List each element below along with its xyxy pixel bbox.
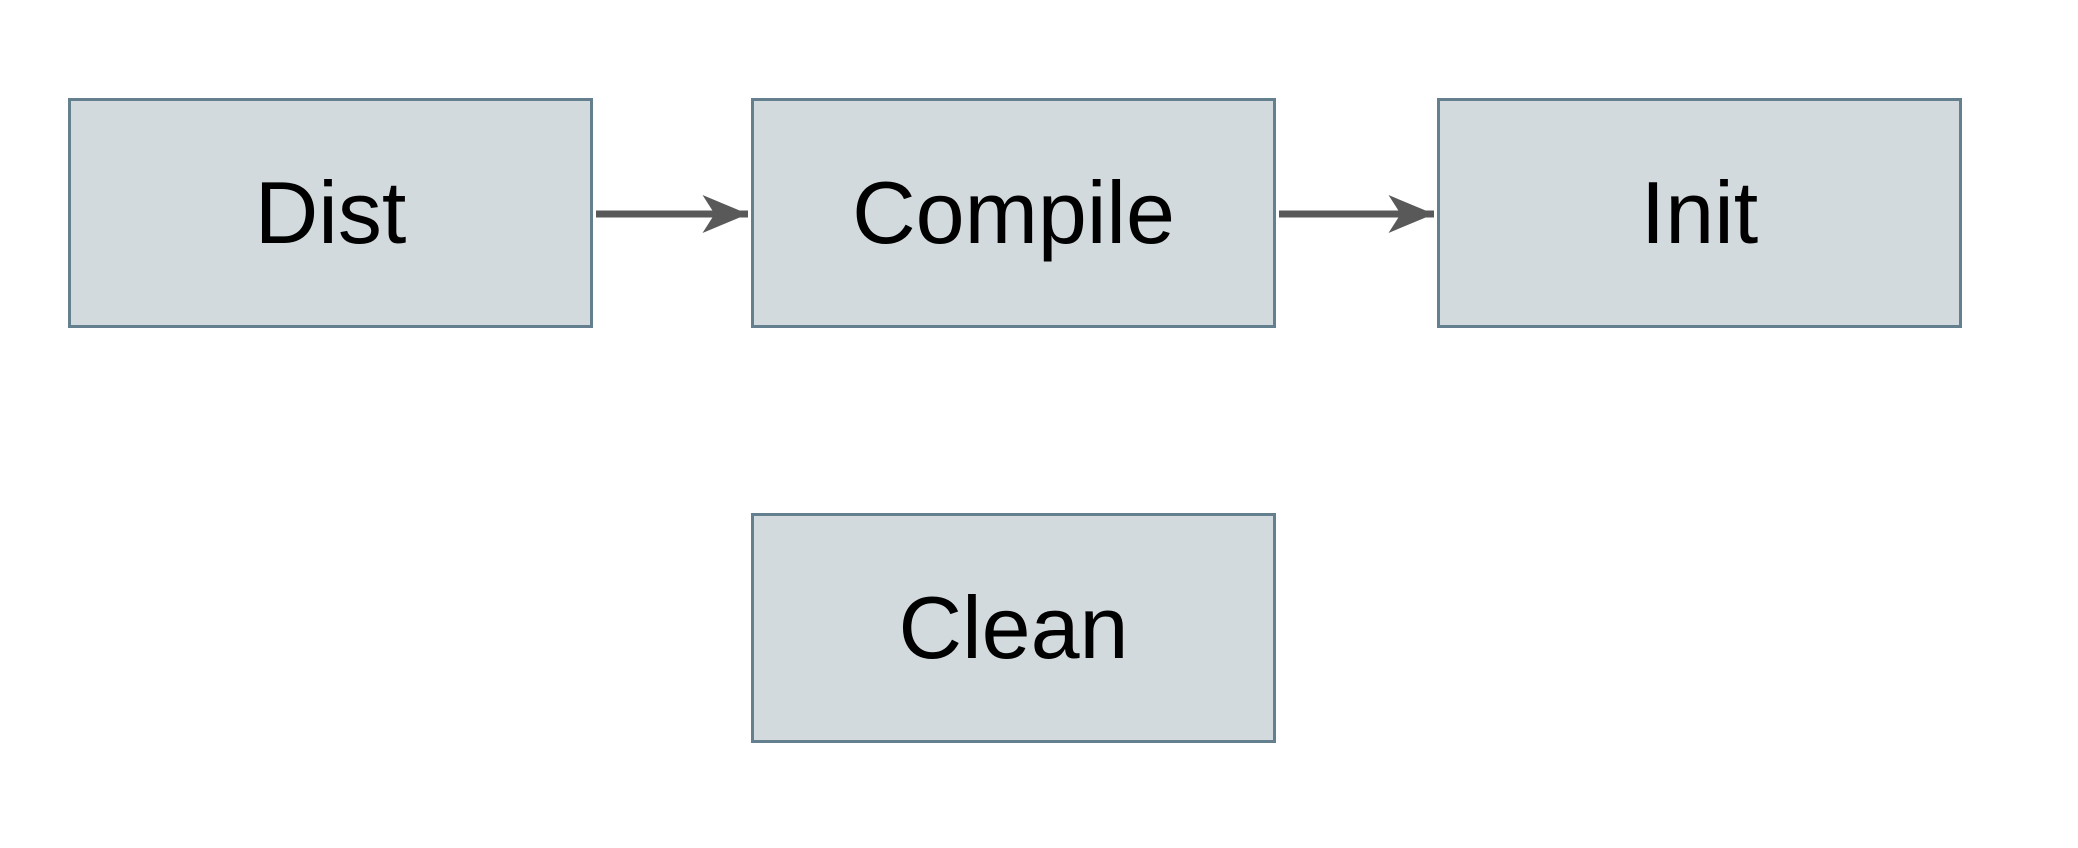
node-label-compile: Compile: [852, 163, 1175, 262]
flow-node-dist[interactable]: Dist: [68, 98, 593, 328]
flow-node-clean[interactable]: Clean: [751, 513, 1276, 743]
node-label-init: Init: [1640, 163, 1759, 262]
flow-node-init[interactable]: Init: [1437, 98, 1962, 328]
node-label-clean: Clean: [898, 578, 1129, 677]
flow-node-compile[interactable]: Compile: [751, 98, 1276, 328]
node-label-dist: Dist: [254, 163, 407, 262]
